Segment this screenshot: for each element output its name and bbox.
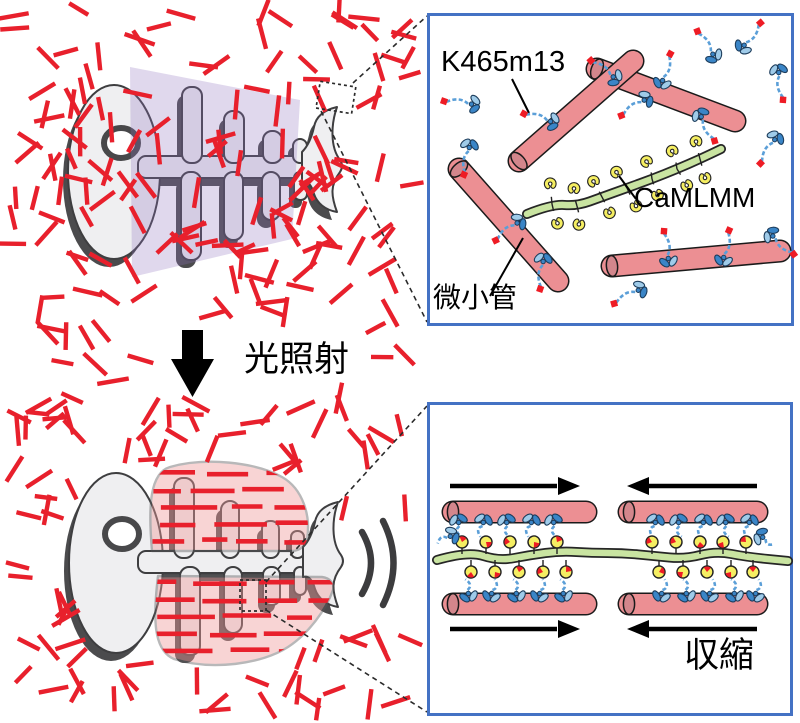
kinesin-motor [669,513,688,538]
calmodulin-calcium-blob [645,535,659,549]
kinesin-label: K465m13 [441,46,566,78]
kinesin-motor [725,578,744,603]
kinesin-motor [694,513,713,538]
kinesin-motor [617,90,654,120]
calmodulin-blob [610,165,623,179]
kinesin-motor [449,513,468,538]
kinesin-motor [439,94,481,114]
calmodulin-blob [551,217,564,230]
calmodulin-calcium-blob [724,565,738,579]
kinesin-motor [691,107,719,145]
kinesin-motor [659,227,678,268]
crosslink-pairs [436,513,775,603]
calmodulin-calcium-blob [746,565,760,579]
kinesin-motor [474,513,493,538]
contraction-label: 収縮 [684,636,755,675]
microtubule-rod [617,500,769,524]
calmodulin-calcium-blob [669,535,683,549]
calmodulin-calcium-blob [693,535,707,549]
microtubule-rod [441,500,598,524]
kinesin-motor [716,513,735,538]
kinesin-motor [653,49,675,90]
calmodulin-blob [629,199,643,213]
kinesin-motor [497,513,516,538]
light-irradiation-arrow [171,330,214,397]
kinesin-motor [530,578,549,603]
calmodulin-blob [689,135,703,148]
kinesin-motor [763,226,799,259]
kinesin-motor [677,578,696,603]
kinesin-motor [436,526,460,545]
kinesin-motor [554,578,573,603]
calmodulin-calcium-blob [464,565,478,579]
kinesin-motor [700,578,719,603]
calmodulin-blob [603,206,616,220]
microtubule-rod [600,239,792,278]
kinesin-motor [519,109,560,131]
kinesin-motor [544,513,563,538]
kinesin-motor [746,578,765,603]
kinesin-motor [459,578,478,603]
kinesin-motor [769,63,788,104]
calmodulin-calcium-blob [512,565,526,579]
microtubule-rod [441,592,598,616]
kinesin-motor [740,513,759,538]
random-microtubule-field-after [4,382,423,721]
calmodulin-blob [640,155,653,168]
calmodulin-calcium-blob [479,535,493,549]
calmodulin-blob [567,182,581,195]
kinesin-motor [610,280,648,308]
calmodulin-blob [680,179,694,192]
microtubule-rod [617,592,769,616]
calmodulin-calcium-blob [536,565,550,579]
inset-after [427,402,793,716]
calmodulin-blob [587,175,600,188]
zoom-callout-after [239,405,428,713]
zoom-callout-before [315,15,428,323]
calmodulin-calcium-blob [739,535,753,549]
down-arrow-icon [171,330,214,397]
calmodulin-calcium-blob [676,565,690,579]
camlmm-label: CaMLMM [634,182,756,213]
kinesin-motor [693,27,723,64]
fish-body [67,84,343,261]
tail-motion-arcs [358,517,397,609]
camlmm-filament-stretched [432,546,793,566]
light-irradiation-label: 光照射 [244,340,350,379]
light-sheet-overlay [130,67,300,277]
microtubule-label: 微小管 [433,282,518,313]
kinesin-motor [755,130,785,168]
kinesin-motor [507,578,526,603]
kinesin-motor [652,578,671,603]
kinesin-motor [533,252,553,294]
calmodulin-calcium-blob [550,535,564,549]
random-microtubule-field-before [0,0,424,415]
kinesin-motor [714,226,734,267]
inset-before [427,13,799,326]
calmodulin-calcium-blob [716,535,730,549]
kinesin-motor [482,578,501,603]
calmodulin-blob [665,144,679,158]
calmodulin-blob [572,218,586,231]
calmodulin-calcium-blob [503,535,517,549]
kinesin-motor [522,513,541,538]
kinesin-motor [459,138,479,179]
kinesin-motor [646,513,665,538]
calmodulin-blob [651,188,664,202]
kinesin-motor [734,18,765,55]
kinesin-motor [753,527,775,547]
calmodulin-calcium-blob [527,535,541,549]
calmodulin-calcium-blob [652,565,666,579]
kinesin-motor [491,213,527,245]
kinesin-motor [586,56,623,87]
calmodulin-blob [698,172,712,185]
calmodulin-calcium-blob [559,565,573,579]
calmodulin-blob [543,177,557,190]
calmodulin-calcium-blob [488,565,502,579]
calmodulin-calcium-blob [700,565,714,579]
